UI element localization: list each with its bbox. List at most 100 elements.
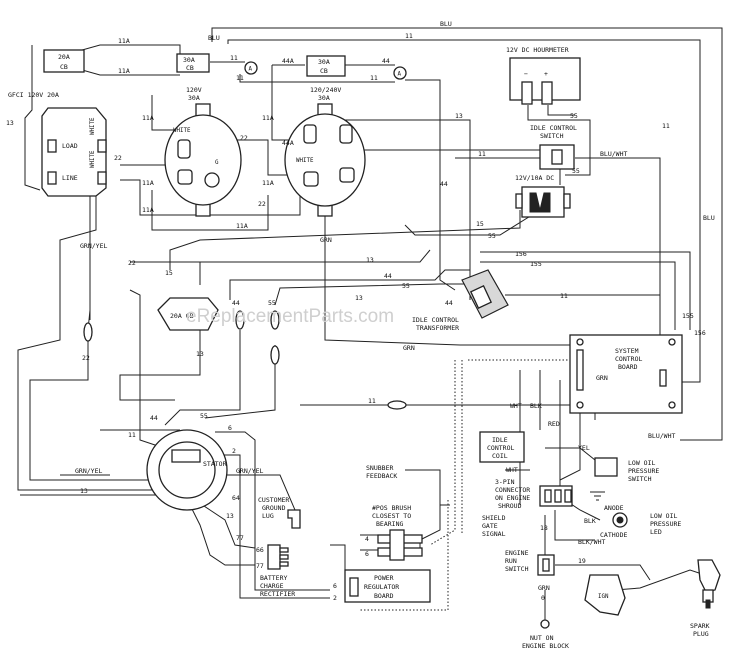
wire-label-15-left: 15 bbox=[165, 269, 173, 277]
idle-coil-line1: IDLE bbox=[492, 436, 508, 444]
system-board-line1: SYSTEM bbox=[615, 347, 639, 355]
led-line2: PRESSURE bbox=[650, 520, 681, 528]
wire-label-2: 2 bbox=[232, 447, 236, 455]
wire-label-11a-1: 11A bbox=[118, 37, 130, 45]
wire-label-grn-nut: GRN bbox=[538, 584, 550, 592]
wire-label-44-mid: 44 bbox=[384, 272, 392, 280]
lug-line3: LUG bbox=[262, 512, 274, 520]
wire-label-55-dc: 55 bbox=[572, 167, 580, 175]
circuit-breaker-left: 20A CB bbox=[157, 297, 219, 331]
wire-label-55-mid2: 55 bbox=[402, 282, 410, 290]
snubber-line1: SNUBBER bbox=[366, 464, 393, 472]
wire-label-11-right: 11 bbox=[478, 150, 486, 158]
wire-label-0: 0 bbox=[541, 594, 545, 602]
wire-label-44a-top: 44A bbox=[282, 57, 294, 65]
wire-label-grn-board: GRN bbox=[596, 374, 608, 382]
wire-label-19: 19 bbox=[578, 557, 586, 565]
idle-switch-line1: IDLE CONTROL bbox=[530, 124, 577, 132]
connector-line2: CONNECTOR bbox=[495, 486, 530, 494]
wire-label-blu-small: BLU bbox=[208, 34, 220, 42]
wire-label-6-brush: 6 bbox=[365, 550, 369, 558]
wire-label-156: 156 bbox=[515, 250, 527, 258]
wire-label-44-left: 44 bbox=[232, 299, 240, 307]
engine-switch-line2: RUN bbox=[505, 557, 517, 565]
rectifier-line1: BATTERY bbox=[260, 574, 287, 582]
power-board-line2: REGULATOR bbox=[364, 583, 399, 591]
connector-line3: ON ENGINE bbox=[495, 494, 530, 502]
wire-label-blu-far: BLU bbox=[703, 214, 715, 222]
shield-line3: SIGNAL bbox=[482, 530, 506, 538]
wire-label-22-recept: 22 bbox=[240, 134, 248, 142]
ignition-module: IGN bbox=[584, 574, 626, 616]
idle-control-transformer: IDLE CONTROL TRANSFORMER bbox=[412, 269, 509, 332]
wire-label-13-mid2: 13 bbox=[355, 294, 363, 302]
wire-label-grn-yel-2: GRN/YEL bbox=[75, 467, 102, 475]
wire-label-77-b: 77 bbox=[256, 562, 264, 570]
marker-a-2-text: A bbox=[398, 72, 402, 78]
wire-label-11a-3: 11A bbox=[142, 114, 154, 122]
hourmeter-minus: − bbox=[524, 70, 528, 78]
oil-switch-line3: SWITCH bbox=[628, 475, 652, 483]
led-line3: LED bbox=[650, 528, 662, 536]
wire-label-44-top: 44 bbox=[382, 57, 390, 65]
wire-label-66: 66 bbox=[256, 546, 264, 554]
cb-30a-large-line1: 30A bbox=[318, 58, 330, 66]
wire-label-blk: BLK bbox=[530, 402, 542, 410]
system-board-line3: BOARD bbox=[618, 363, 638, 371]
shield-line2: GATE bbox=[482, 522, 498, 530]
brush-line3: BEARING bbox=[376, 520, 403, 528]
shield-gate-label: SHIELD GATE SIGNAL bbox=[482, 514, 506, 538]
cb-30a-small-line2: CB bbox=[186, 64, 194, 72]
circuit-breaker-30a-large: 30A CB bbox=[306, 55, 346, 77]
brush-line2: CLOSEST TO bbox=[372, 512, 411, 520]
idle-coil-line3: COIL bbox=[492, 452, 508, 460]
gfci-receptacle: GFCI 120V 20A LOAD LINE WHITE WHITE bbox=[8, 91, 107, 197]
wire-label-55-stator: 55 bbox=[200, 412, 208, 420]
snubber-line2: FEEDBACK bbox=[366, 472, 397, 480]
hourmeter: 12V DC HOURMETER − + bbox=[506, 46, 581, 105]
transformer-line2: TRANSFORMER bbox=[416, 324, 459, 332]
idle-switch-line2: SWITCH bbox=[540, 132, 564, 140]
ground-nut: NUT ON ENGINE BLOCK bbox=[522, 619, 569, 650]
inline-connector-1 bbox=[83, 322, 93, 342]
low-oil-pressure-switch: LOW OIL PRESSURE SWITCH bbox=[590, 457, 659, 501]
wire-label-11-a: 11 bbox=[230, 54, 238, 62]
wire-label-11-c: 11 bbox=[370, 74, 378, 82]
wire-label-44-trans: 44 bbox=[445, 299, 453, 307]
wire-label-11a-8: 11A bbox=[236, 222, 248, 230]
marker-a-1: A bbox=[244, 61, 258, 75]
nut-line2: ENGINE BLOCK bbox=[522, 642, 569, 650]
wire-label-2-pwr: 2 bbox=[333, 594, 337, 602]
lug-line1: CUSTOMER bbox=[258, 496, 289, 504]
oil-switch-line1: LOW OIL bbox=[628, 459, 655, 467]
cb-30a-large-line2: CB bbox=[320, 67, 328, 75]
wire-label-156-right: 156 bbox=[694, 329, 706, 337]
wire-label-13-right: 13 bbox=[455, 112, 463, 120]
ign-text: IGN bbox=[598, 594, 609, 600]
stator-text: STATOR bbox=[203, 460, 227, 468]
wire-label-11a-5: 11A bbox=[142, 206, 154, 214]
dc-receptacle: 12V/10A DC bbox=[515, 174, 571, 218]
wire-label-44a-mid: 44A bbox=[282, 139, 294, 147]
wire-label-11-b: 11 bbox=[236, 74, 244, 82]
wire-label-11-top: 11 bbox=[405, 32, 413, 40]
wire-label-22-left2: 22 bbox=[82, 354, 90, 362]
power-regulator-board: POWER REGULATOR BOARD bbox=[344, 569, 431, 603]
wire-label-grn-2: GRN bbox=[403, 344, 415, 352]
brush-note-label: #POS BRUSH CLOSEST TO BEARING bbox=[372, 504, 411, 528]
lug-line2: GROUND bbox=[262, 504, 286, 512]
wire-label-13-left: 13 bbox=[196, 350, 204, 358]
wire-network bbox=[17, 27, 723, 620]
wire-label-6-pwr: 6 bbox=[333, 582, 337, 590]
dc-receptacle-title: 12V/10A DC bbox=[515, 174, 554, 182]
power-board-line1: POWER bbox=[374, 574, 394, 582]
gfci-white-1: WHITE bbox=[90, 117, 96, 135]
transformer-line1: IDLE CONTROL bbox=[412, 316, 459, 324]
wire-label-18: 18 bbox=[540, 524, 548, 532]
wire-label-wht: WHT bbox=[510, 402, 522, 410]
idle-control-switch: IDLE CONTROL SWITCH bbox=[530, 124, 577, 170]
wire-label-11a-4: 11A bbox=[142, 179, 154, 187]
hourmeter-title: 12V DC HOURMETER bbox=[506, 46, 569, 54]
wire-label-64: 64 bbox=[232, 494, 240, 502]
